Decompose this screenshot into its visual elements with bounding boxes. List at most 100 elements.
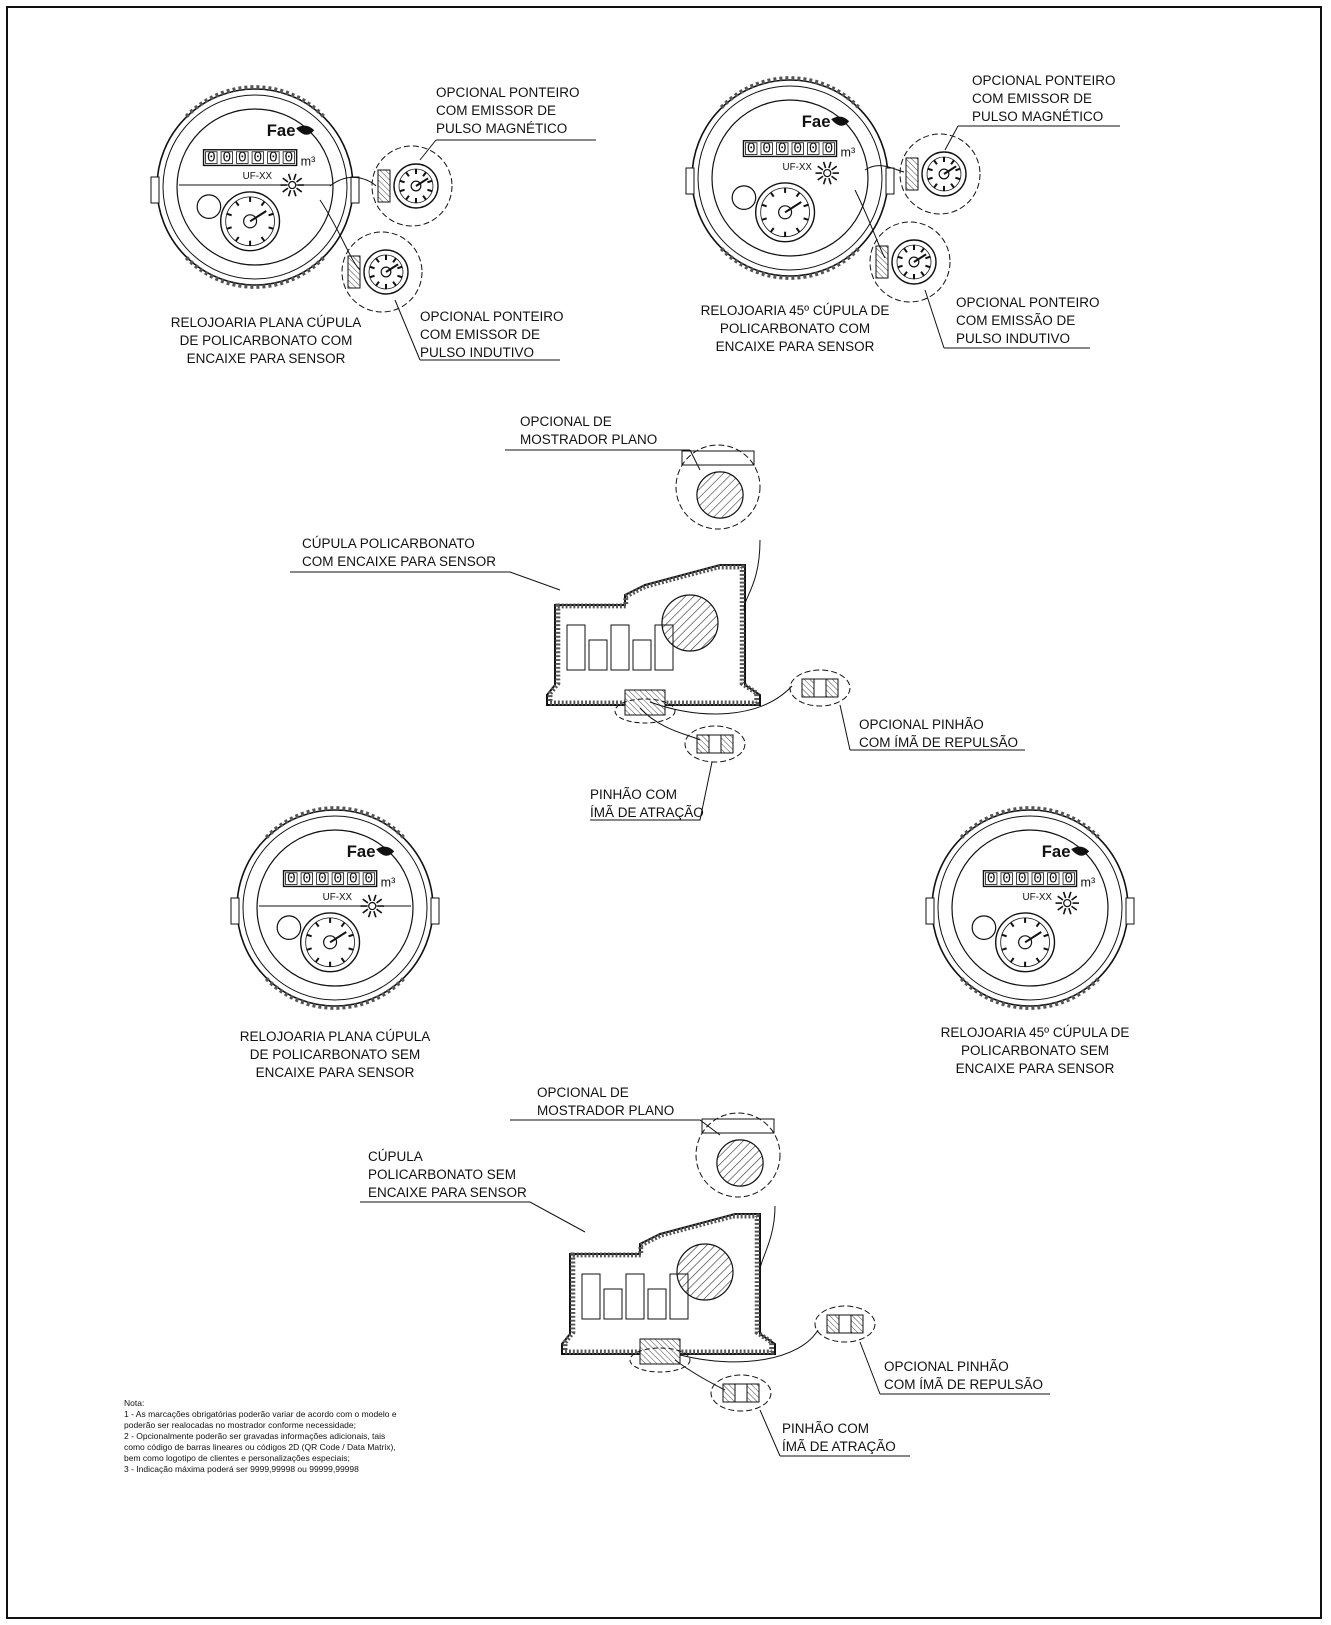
label-line: COM ÍMÃ DE REPULSÃO [859,735,1019,750]
meter-face [951,829,1109,987]
counter-digit-box [1062,872,1075,885]
label-line: RELOJOARIA 45º CÚPULA DE [700,303,890,318]
label-s1-flat-dial: OPCIONAL DE MOSTRADOR PLANO [520,413,657,449]
leader-line [360,1201,586,1233]
counter-digit-box [1031,872,1044,885]
label-line: COM ENCAIXE PARA SENSOR [302,554,497,569]
label-line: DE POLICARBONATO COM [179,333,353,348]
star-wheel [1057,895,1064,901]
counter-digit-box [285,872,298,885]
detail-frame [701,1118,775,1134]
gear-train-section [603,1288,623,1320]
dial-tick [1043,947,1049,951]
label-line: OPCIONAL PINHÃO [884,1359,1009,1374]
section-dome-without-sensor [561,1213,776,1373]
dial-tick [1035,921,1041,928]
dial-tick [397,265,403,270]
dial-tick [897,264,903,269]
counter-digit-box [282,151,296,164]
star-wheel [1062,891,1067,899]
label-line: OPCIONAL PONTEIRO [436,85,580,100]
label-line: ENCAIXE PARA SENSOR [368,1185,527,1200]
dial-section [676,1243,734,1301]
detail-inductive-pointer-tl [341,231,423,313]
meter-bezel [697,85,883,271]
dial-tick [769,227,775,233]
brand-bird-icon [376,846,395,856]
meter-brand-logo: Fae [347,842,376,861]
detail-housing [875,245,889,279]
star-wheel [822,177,827,185]
dial-tick [392,281,397,287]
dial-tick [340,957,346,963]
meter-ring-texture [959,806,1101,839]
dial-tick [392,257,397,263]
meter-face [256,829,414,987]
counter-digit-box [267,151,280,164]
label-line: PINHÃO COM [782,1421,870,1436]
note-line: bem como logotipo de clientes e personal… [124,1453,350,1463]
note-title: Nota: [124,1398,145,1408]
meter-ring-texture [264,977,406,1010]
detail-housing [377,169,391,203]
model-code: UF-XX [323,892,353,903]
label-tl-magnetic-pulse: OPCIONAL PONTEIRO COM EMISSOR DE PULSO M… [436,84,580,138]
detail-attraction-pinion-s1 [684,725,746,763]
dial-tick [234,200,240,207]
label-line: POLICARBONATO COM [719,321,871,336]
dome-outline [546,564,761,706]
leader-line [759,1205,776,1271]
dial-tick [234,236,240,242]
counter-digit: 0 [333,871,342,887]
leader-line [505,449,701,471]
note-line: 3 - Indicação máxima poderá ser 9999,999… [124,1464,359,1474]
dial-tick [803,217,809,221]
star-wheel [367,910,372,918]
brand-bird-icon [831,116,850,126]
label-line: DE POLICARBONATO SEM [249,1047,421,1062]
detail-housing [347,255,361,289]
caption-flat-without-sensor: RELOJOARIA PLANA CÚPULA DE POLICARBONATO… [228,1028,442,1082]
dial-tick [1001,933,1007,938]
caption-45-with-sensor: RELOJOARIA 45º CÚPULA DE POLICARBONATO C… [692,302,898,356]
leader-line [839,704,1025,751]
dial-tick [803,203,809,208]
counter-digit-box [300,872,313,885]
leader-line [590,761,713,821]
model-code: UF-XX [783,162,813,173]
meter-lug-right [350,176,360,204]
star-wheel [817,165,824,171]
label-line: PINHÃO COM [590,787,678,802]
counter-digit-box [251,151,265,164]
dial-tick [422,195,427,201]
detail-dial-section [696,471,744,519]
dial-pointer [415,177,429,187]
star-wheel [373,894,377,902]
dial-tick [314,921,320,928]
dial-tick [348,947,354,951]
leader-line [419,139,596,161]
label-line: OPCIONAL PONTEIRO [956,295,1100,310]
star-wheel [828,161,832,169]
label-line: PULSO INDUTIVO [956,331,1071,346]
dial-tick [260,200,266,207]
dial-tick [933,159,938,165]
label-line: RELOJOARIA PLANA CÚPULA [239,1029,431,1044]
dial-tick [795,227,801,233]
counter-digit: 0 [793,141,802,157]
pinion-callout [629,1347,691,1373]
star-wheel [1057,905,1064,911]
gear-train-section [632,639,652,671]
star-wheel [376,898,383,904]
star-wheel [1068,907,1072,915]
gear-train-section [625,1273,645,1320]
star-wheel [817,175,824,181]
test-dial [971,915,997,940]
counter-digit: 0 [222,150,231,166]
counter-digit-box [347,872,360,885]
meter-outer-ring [931,809,1129,1007]
counter-digit: 0 [318,871,327,887]
leader-line [290,571,561,591]
label-tr-inductive-pulse: OPCIONAL PONTEIRO COM EMISSÃO DE PULSO I… [956,294,1100,348]
